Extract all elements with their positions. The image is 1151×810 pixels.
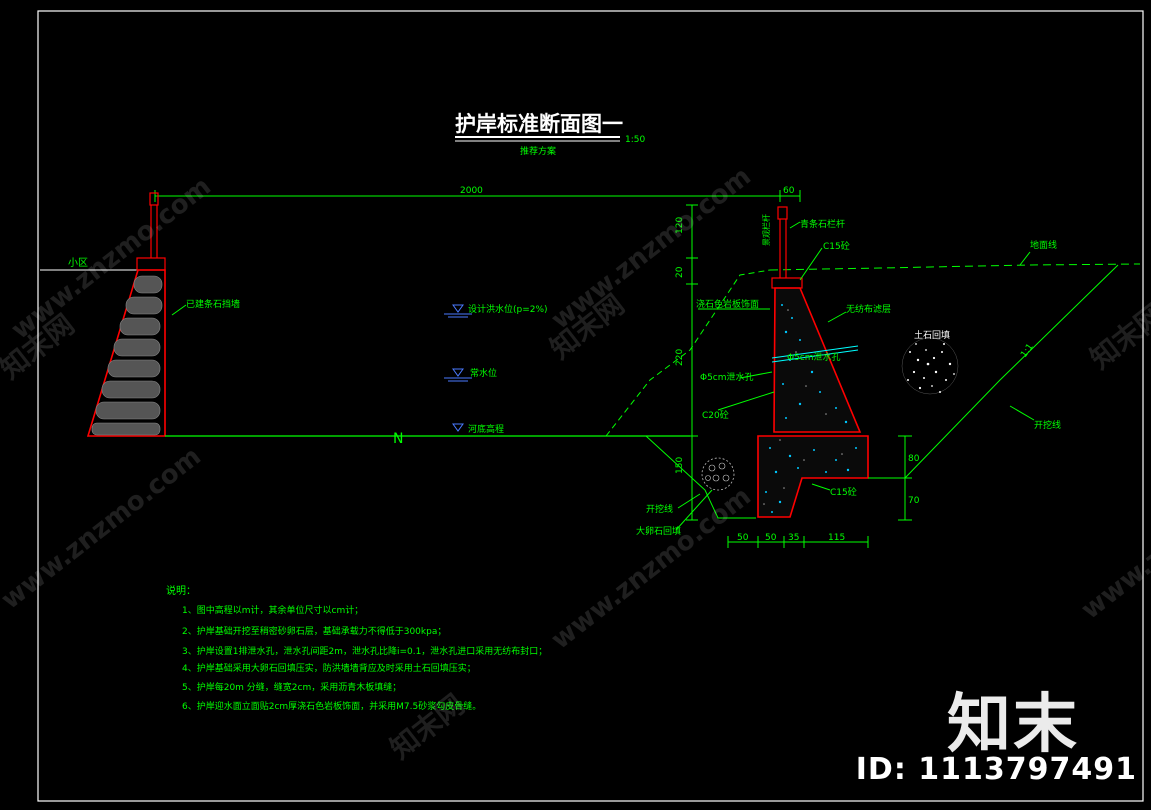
riverbed-level-symbol [452, 423, 464, 432]
base-dim-2: 50 [765, 533, 777, 543]
backfill-label: 土石回填 [914, 329, 950, 341]
right-excavation-leader [1009, 405, 1035, 421]
span-dim-label: 2000 [460, 186, 483, 196]
normal-water-level-label: 常水位 [470, 367, 497, 379]
backfill-pattern [907, 343, 955, 393]
geotextile-leader [827, 311, 847, 323]
c15-foundation-leader [811, 483, 831, 491]
railing-top-label: 青条石栏杆 [800, 218, 845, 230]
slope-ratio-label: 1:1 [1019, 342, 1035, 360]
watermark-site-5: www.znzmo.com [1076, 452, 1151, 626]
note-6: 6、护岸迎水面立面贴2cm厚浇石色岩板饰面，并采用M7.5砂浆勾皮骨缝。 [182, 700, 481, 712]
rail-height-dim: 120 [675, 217, 685, 234]
existing-stone-wall [86, 192, 166, 437]
wall-height-dim: 220 [675, 349, 685, 366]
base-dim-3: 35 [788, 533, 799, 543]
brand-logo: 知末 [947, 688, 1079, 762]
left-excavation-label: 开挖线 [646, 503, 673, 515]
drain-hole-label-2: Φ5cm泄水孔 [700, 371, 754, 383]
c20-label: C20砼 [702, 409, 729, 421]
note-2: 2、护岸基础开挖至稍密砂卵石层，基础承载力不得低于300kpa； [182, 625, 446, 637]
foundation-lower-dim: 70 [908, 496, 920, 506]
design-flood-level-label: 设计洪水位(p=2%) [468, 303, 548, 315]
drawing-subtitle: 推荐方案 [520, 145, 556, 157]
ground-line-label: 地面线 [1030, 239, 1057, 251]
c15-top-leader [799, 247, 823, 281]
base-dim-1: 50 [737, 533, 749, 543]
design-flood-level-symbol [444, 304, 472, 318]
riverbed-level-label: 河底高程 [468, 423, 504, 435]
right-excavation-line [868, 264, 1119, 479]
note-5: 5、护岸每20m 分缝，缝宽2cm，采用沥青木板填缝； [182, 681, 401, 693]
normal-water-level-symbol [444, 368, 472, 382]
railing-top-leader [789, 221, 801, 229]
existing-wall-label: 已建条石挡墙 [186, 298, 240, 310]
rockfill-label: 大卵石回填 [636, 525, 681, 537]
drain-hole-leader [739, 371, 773, 379]
note-1: 1、图中高程以m计，其余单位尺寸以cm计； [182, 604, 363, 616]
right-excavation-label: 开挖线 [1034, 419, 1061, 431]
ground-line-leader [1019, 251, 1031, 266]
top-width-dim-label: 60 [783, 186, 795, 196]
railing-side-label: 景观栏杆 [761, 214, 771, 246]
rockfill-leader [675, 489, 713, 531]
base-dim-4: 115 [828, 533, 845, 543]
foundation-upper-dim: 80 [908, 454, 920, 464]
watermark-brand-4: 知末网 [384, 688, 471, 766]
foundation-total-dim: 150 [675, 457, 685, 474]
c15-top-label: C15砼 [823, 240, 850, 252]
base-width-dimension [727, 536, 869, 548]
note-4: 4、护岸基础采用大卵石回填压实，防洪墙墙背应及时采用土石回填压实； [182, 662, 476, 674]
note-3: 3、护岸设置1排泄水孔，泄水孔间距2m，泄水孔比降i=0.1，泄水孔进口采用无纺… [182, 645, 547, 657]
notes-heading: 说明： [166, 584, 196, 597]
drain-hole-pipe [771, 345, 859, 359]
ground-line [769, 263, 1141, 271]
drain-hole-pipe-inner [771, 349, 859, 363]
backfill-hatch [901, 337, 959, 395]
stone-facing-label: 浇石色岩板饰面 [696, 298, 759, 310]
c20-leader [717, 391, 775, 411]
foundation-dimension [898, 435, 912, 521]
existing-wall-leader [171, 304, 187, 316]
watermark-brand-3: 知末网 [1084, 298, 1151, 376]
resource-id: ID: 1113797491 [855, 752, 1137, 787]
cap-height-dim: 20 [675, 266, 685, 278]
sheet-border [37, 10, 1144, 802]
wall-height-dimension [686, 204, 698, 521]
left-excavation-leader [677, 493, 701, 509]
c15-foundation-label: C15砼 [830, 486, 857, 498]
left-excavation-line [645, 435, 756, 519]
retaining-wall-body [757, 206, 869, 518]
original-bank-dashed-line [605, 269, 771, 437]
rockfill-pattern [701, 457, 735, 491]
drawing-scale: 1:50 [625, 135, 645, 145]
drawing-title: 护岸标准断面图一 [455, 112, 623, 136]
geotextile-label: 无纺布滤层 [846, 303, 891, 315]
north-mark: N [393, 431, 403, 447]
community-label: 小区 [68, 257, 88, 269]
drain-hole-label: Φ5cm泄水孔 [787, 351, 841, 363]
span-dimension [154, 190, 801, 202]
